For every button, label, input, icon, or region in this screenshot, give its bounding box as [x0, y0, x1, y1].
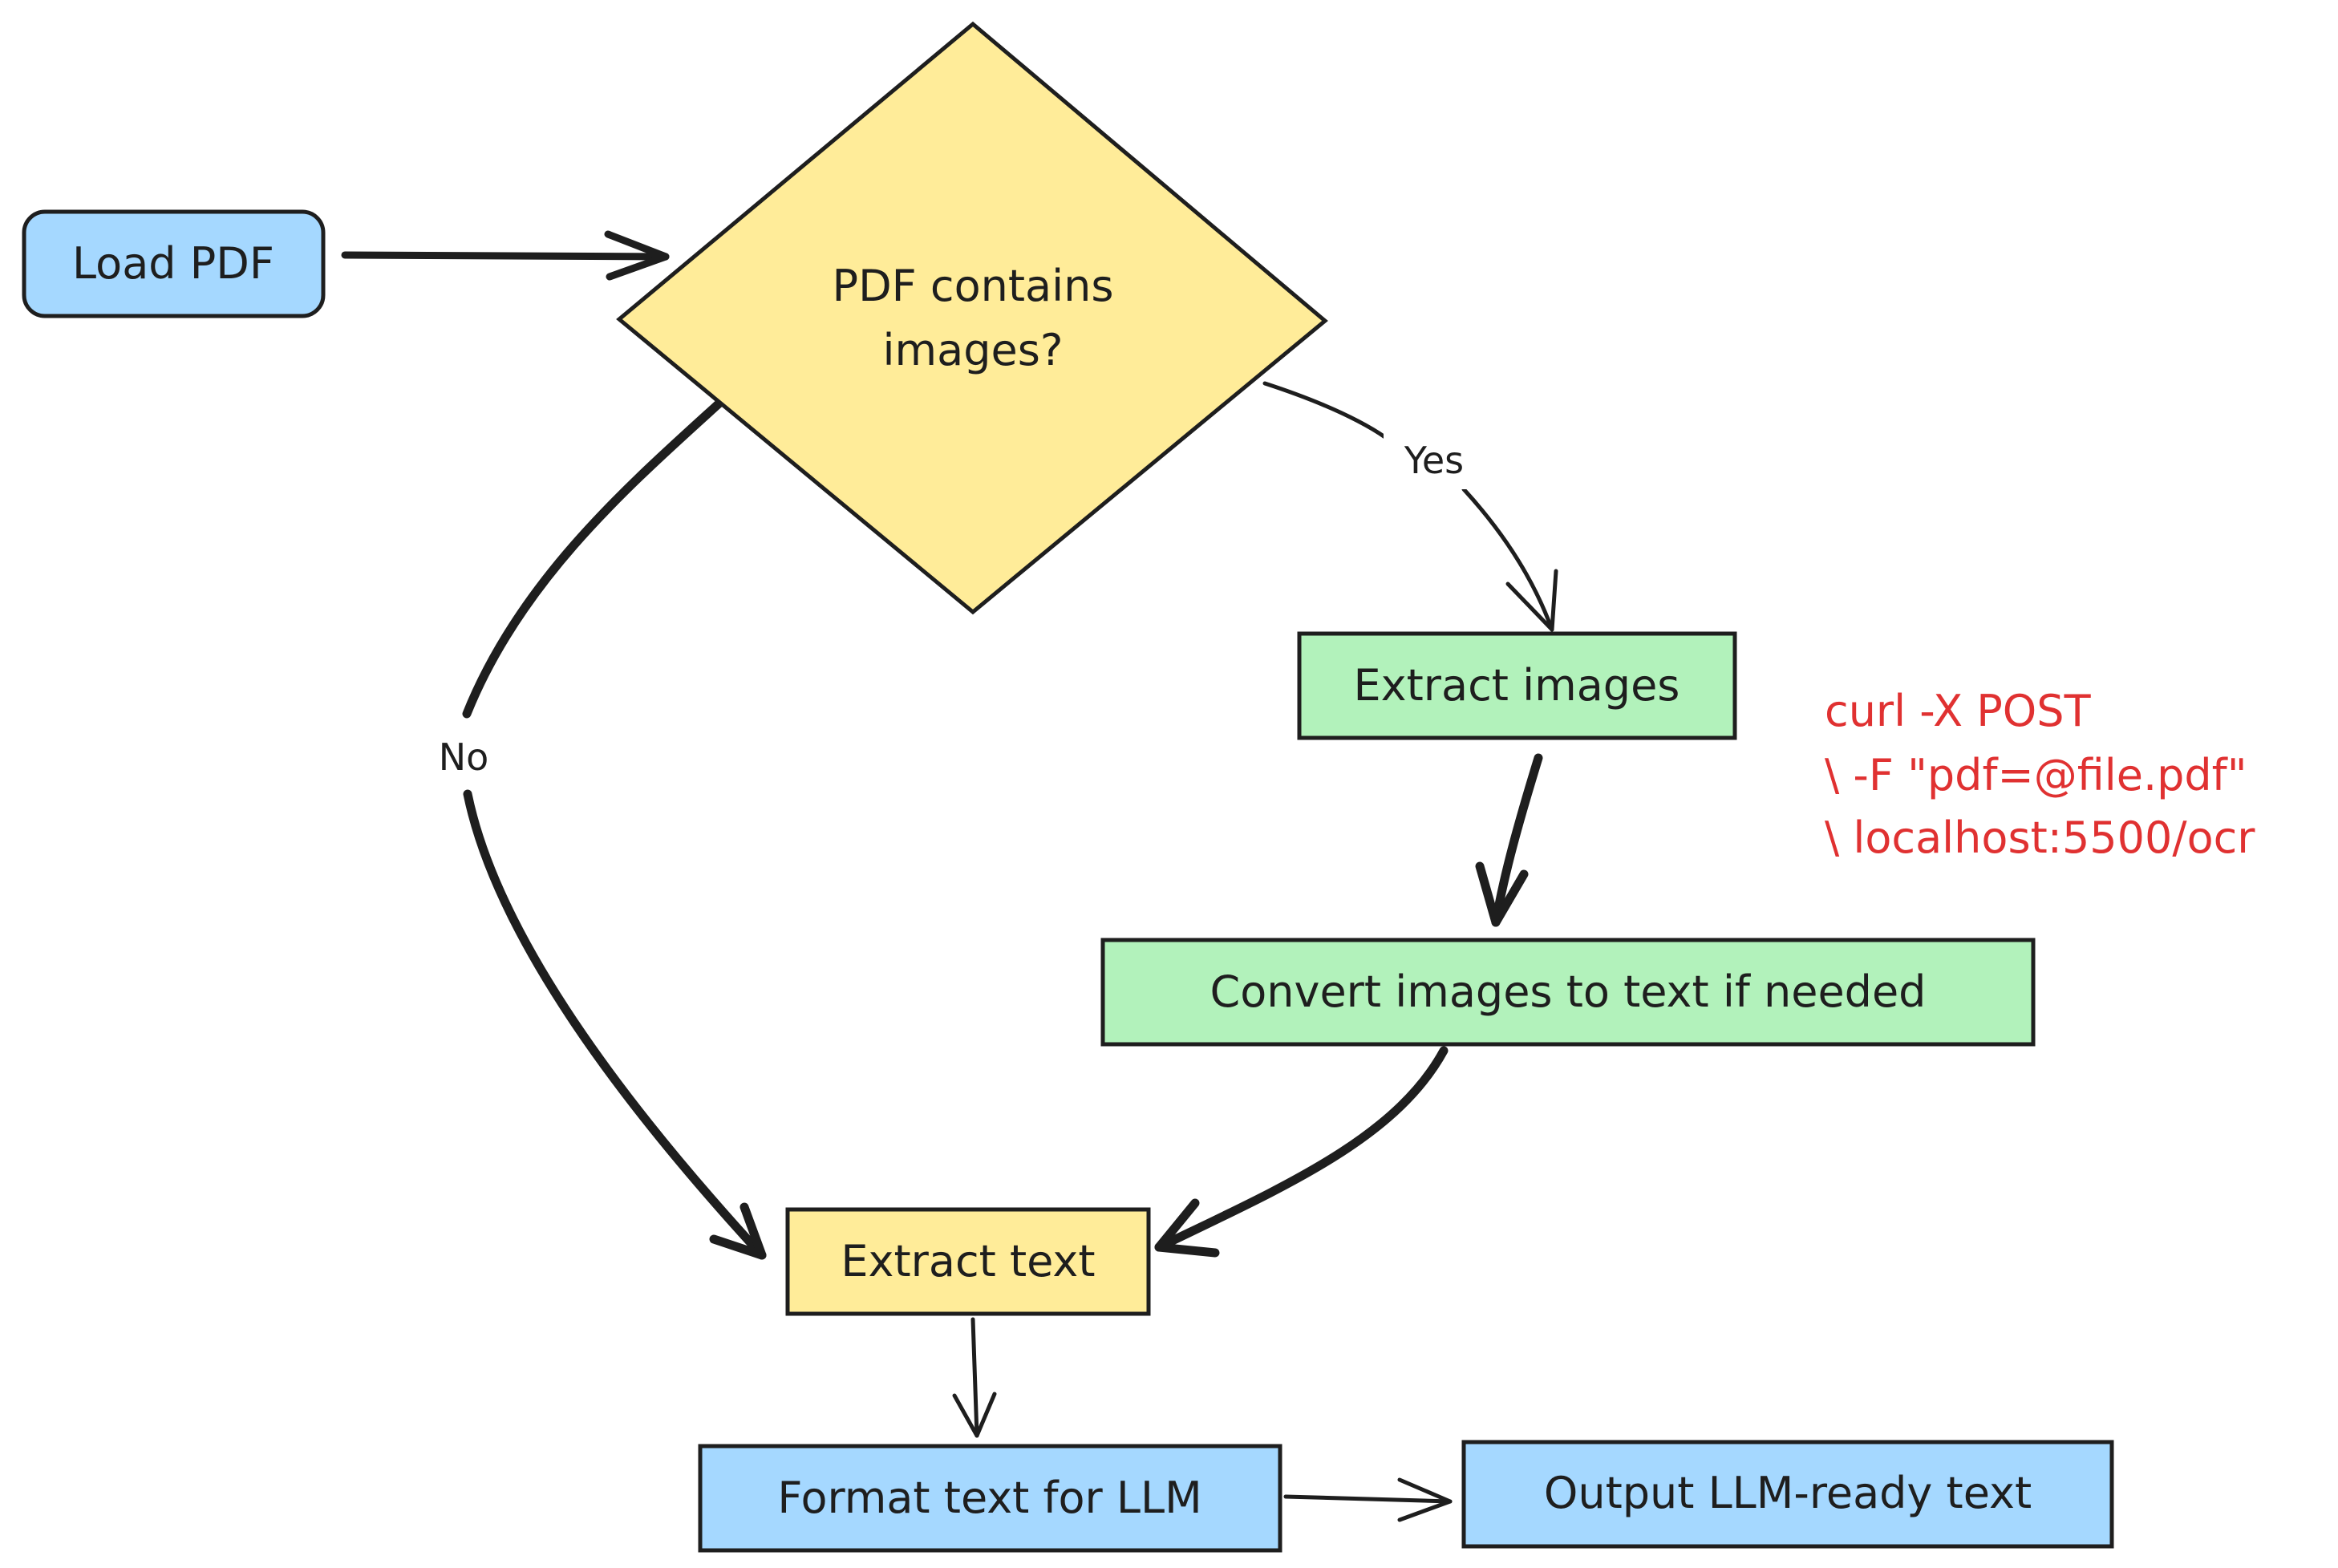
edge-no — [462, 395, 767, 1260]
node-decision-shape — [616, 21, 1328, 615]
node-convert-images-shape — [1100, 938, 2036, 1047]
edge-extract-to-convert — [1475, 753, 1543, 927]
edge-yes — [1262, 381, 1558, 632]
node-load-pdf[interactable]: Load PDF — [22, 209, 326, 318]
node-load-pdf-label: Load PDF — [72, 238, 274, 289]
node-extract-images[interactable]: Extract images — [1297, 631, 1737, 740]
edge-label-no: No — [439, 735, 489, 779]
node-format-text-label: Format text for LLM — [777, 1473, 1201, 1523]
node-extract-images-shape — [1297, 631, 1737, 740]
edge-convert-to-extract-text — [1154, 1046, 1449, 1258]
edge-extract-text-to-format — [952, 1317, 997, 1438]
no-label-bg — [425, 726, 513, 786]
node-extract-images-label: Extract images — [1354, 660, 1680, 711]
yes-label-bg — [1384, 433, 1480, 489]
edge-label-yes: Yes — [1404, 439, 1464, 482]
curl-note-line2: \ -F "pdf=@file.pdf" — [1825, 750, 2247, 800]
curl-note-line1: curl -X POST — [1825, 686, 2092, 736]
node-output-text[interactable]: Output LLM-ready text — [1461, 1440, 2114, 1549]
node-format-text[interactable]: Format text for LLM — [698, 1444, 1282, 1553]
node-format-text-shape — [698, 1444, 1282, 1553]
node-convert-images[interactable]: Convert images to text if needed — [1100, 938, 2036, 1047]
node-output-text-shape — [1461, 1440, 2114, 1549]
node-load-pdf-shape — [22, 209, 326, 318]
node-decision-label-line1: PDF contains — [833, 261, 1114, 311]
node-convert-images-label: Convert images to text if needed — [1210, 966, 1927, 1017]
node-decision-label-line2: images? — [883, 325, 1064, 375]
node-extract-text-label: Extract text — [841, 1236, 1095, 1286]
node-extract-text-shape — [785, 1207, 1151, 1316]
node-decision[interactable]: PDF contains images? — [616, 21, 1328, 615]
curl-note: curl -X POST \ -F "pdf=@file.pdf" \ loca… — [1825, 686, 2255, 863]
curl-note-line3: \ localhost:5500/ocr — [1825, 812, 2255, 863]
edge-load-to-decision — [341, 230, 670, 281]
node-extract-text[interactable]: Extract text — [785, 1207, 1151, 1316]
edge-format-to-output — [1283, 1477, 1453, 1522]
node-output-text-label: Output LLM-ready text — [1544, 1468, 2032, 1518]
